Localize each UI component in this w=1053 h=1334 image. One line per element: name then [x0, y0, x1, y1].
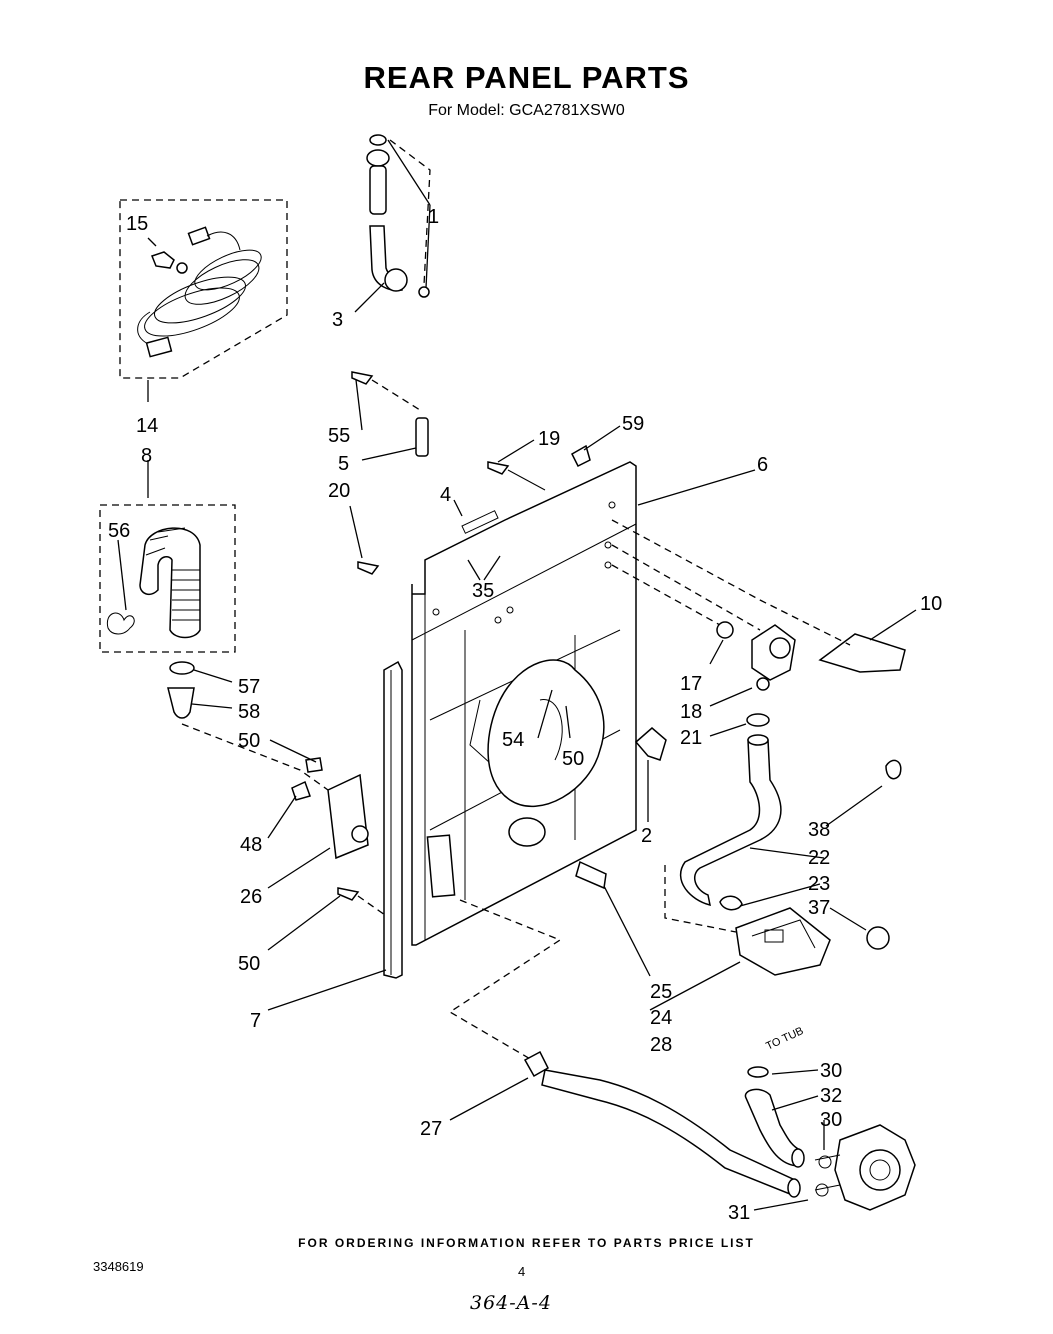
- label-54: 54: [502, 729, 524, 751]
- label-56: 56: [108, 520, 130, 542]
- label-48: 48: [240, 834, 262, 856]
- label-30-a: 30: [820, 1060, 842, 1082]
- label-30-b: 30: [820, 1109, 842, 1131]
- clip-38: [885, 759, 902, 780]
- ordering-footer: FOR ORDERING INFORMATION REFER TO PARTS …: [298, 1236, 755, 1250]
- model-subtitle: For Model: GCA2781XSW0: [428, 102, 625, 119]
- clamp-27: [523, 1050, 549, 1078]
- clamp-21: [746, 713, 770, 727]
- clip-2: [634, 727, 667, 761]
- label-3: 3: [332, 309, 343, 331]
- label-10: 10: [920, 593, 942, 615]
- washer-17: [716, 621, 734, 639]
- label-59: 59: [622, 413, 644, 435]
- label-25: 25: [650, 981, 672, 1003]
- side-rail-7: [383, 660, 403, 979]
- to-tub-label: TO TUB: [764, 1025, 805, 1053]
- power-cord-group: [119, 199, 288, 379]
- label-55: 55: [328, 425, 350, 447]
- hose-32: [744, 1088, 801, 1167]
- label-26: 26: [240, 886, 262, 908]
- document-number: 3348619: [93, 1259, 144, 1274]
- label-28: 28: [650, 1034, 672, 1056]
- bracket-10: [818, 633, 906, 673]
- label-14: 14: [136, 415, 158, 437]
- drain-hose-group: [99, 504, 236, 653]
- label-19: 19: [538, 428, 560, 450]
- page-title: REAR PANEL PARTS: [363, 60, 690, 95]
- label-58: 58: [238, 701, 260, 723]
- leader-lines: [117, 139, 917, 1211]
- label-17: 17: [680, 673, 702, 695]
- label-50-c: 50: [562, 748, 584, 770]
- coupling-58: [167, 687, 195, 719]
- clip-59: [571, 444, 591, 468]
- label-35: 35: [472, 580, 494, 602]
- clamp-23: [719, 895, 743, 911]
- rear-panel: [411, 461, 637, 946]
- label-50-b: 50: [238, 953, 260, 975]
- clamp-30-upper: [747, 1066, 769, 1078]
- fill-hose-22: [679, 739, 782, 907]
- label-15: 15: [126, 213, 148, 235]
- bracket-24: [735, 907, 831, 976]
- label-24: 24: [650, 1007, 672, 1029]
- label-2: 2: [641, 825, 652, 847]
- screw-20: [357, 561, 380, 575]
- label-38: 38: [808, 819, 830, 841]
- clamp-57: [169, 661, 195, 675]
- label-37: 37: [808, 897, 830, 919]
- drain-pump: [814, 1124, 916, 1211]
- clip-25: [575, 860, 607, 890]
- label-20: 20: [328, 480, 350, 502]
- screw-19: [487, 461, 510, 475]
- label-57: 57: [238, 676, 260, 698]
- label-22: 22: [808, 847, 830, 869]
- label-50-a: 50: [238, 730, 260, 752]
- label-21: 21: [680, 727, 702, 749]
- handwritten-note: 364-A-4: [470, 1292, 552, 1314]
- label-8: 8: [141, 445, 152, 467]
- label-1: 1: [428, 206, 439, 228]
- label-5: 5: [338, 453, 349, 475]
- label-27: 27: [420, 1118, 442, 1140]
- fill-hose-group: [366, 134, 431, 298]
- label-18: 18: [680, 701, 702, 723]
- label-23: 23: [808, 873, 830, 895]
- water-valve-18: [751, 624, 796, 691]
- label-4: 4: [440, 484, 451, 506]
- label-32: 32: [820, 1085, 842, 1107]
- screw-55: [351, 371, 374, 385]
- grommet-37: [866, 926, 890, 950]
- bracket-5: [415, 417, 429, 457]
- page-number: 4: [518, 1264, 526, 1279]
- screw-50-lower: [337, 887, 360, 901]
- label-6: 6: [757, 454, 768, 476]
- pump-bracket-26: [291, 757, 369, 860]
- label-31: 31: [728, 1202, 750, 1224]
- label-7: 7: [250, 1010, 261, 1032]
